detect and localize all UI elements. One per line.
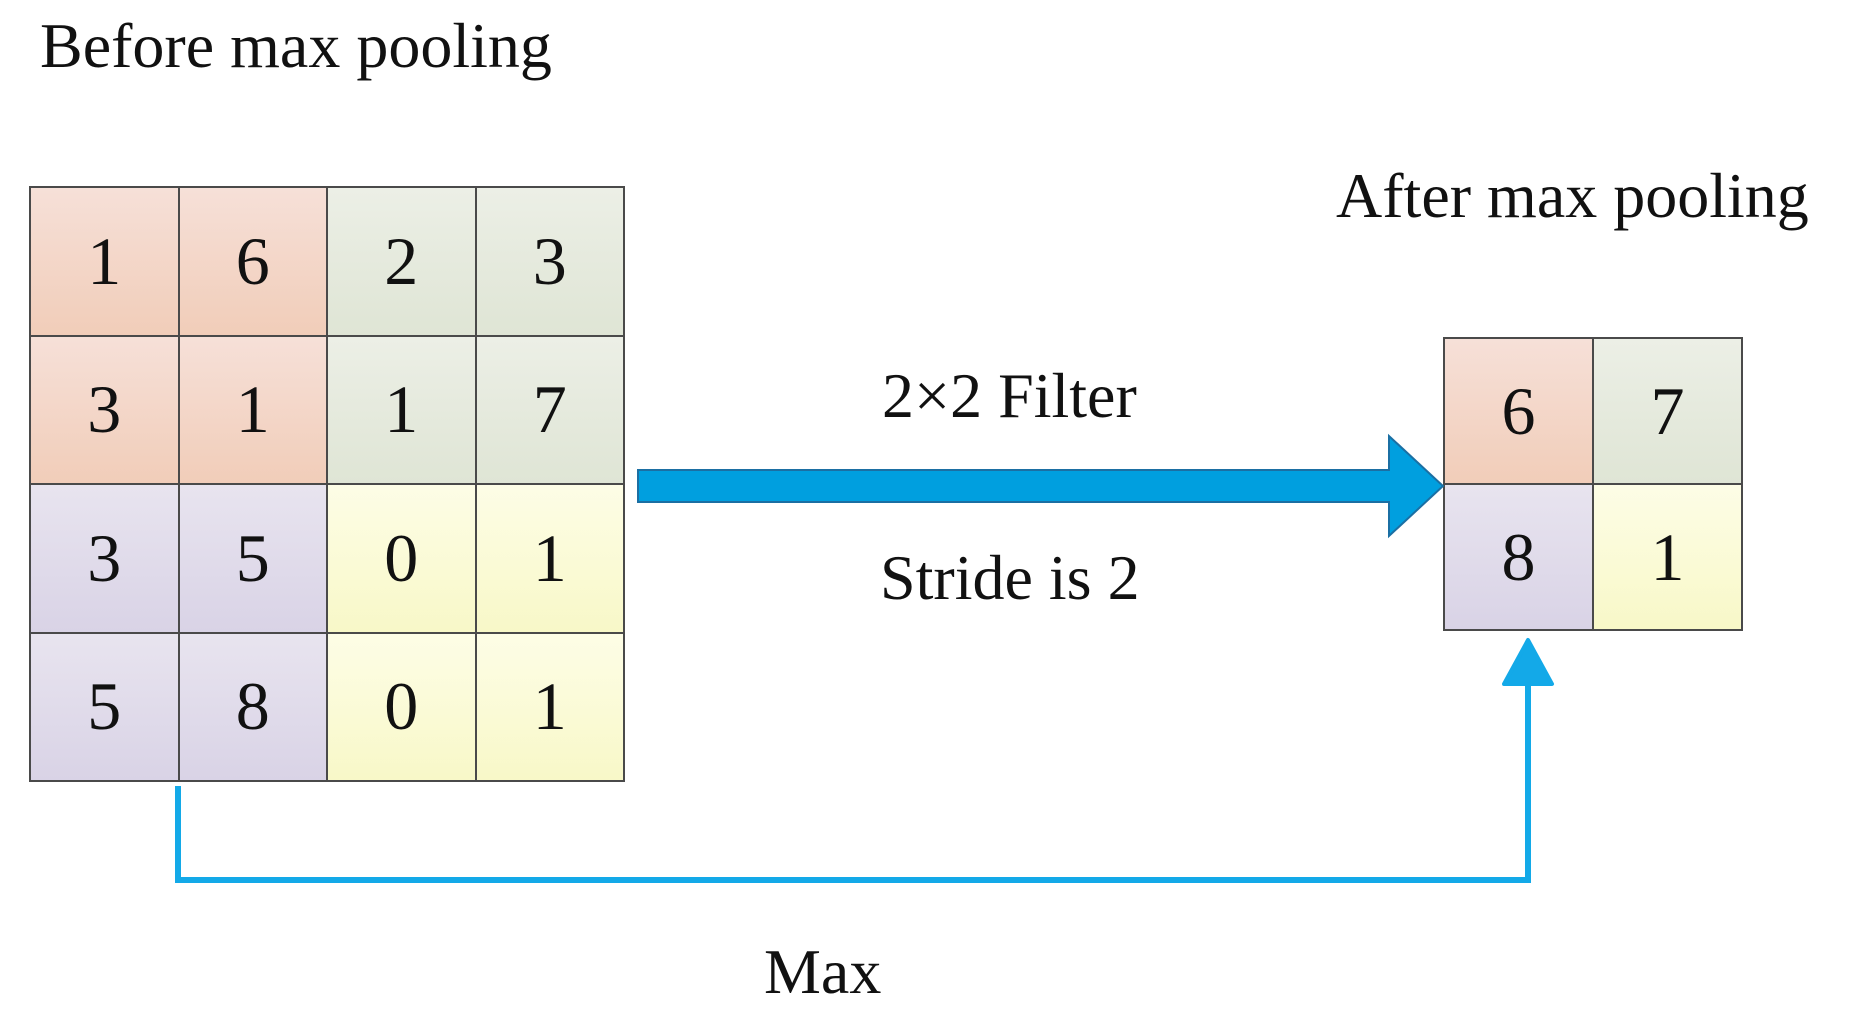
output-cell: 1: [1593, 484, 1742, 630]
input-cell: 0: [327, 632, 476, 781]
input-cell: 1: [475, 632, 624, 781]
after-pooling-title: After max pooling: [1336, 160, 1809, 231]
input-cell: 1: [178, 335, 327, 484]
input-cell: 7: [475, 335, 624, 484]
input-cell: 5: [30, 632, 179, 781]
input-cell: 2: [327, 187, 476, 336]
input-cell: 1: [327, 335, 476, 484]
filter-size-label: 2×2 Filter: [882, 360, 1137, 431]
input-cell: 6: [178, 187, 327, 336]
input-cell: 1: [475, 484, 624, 633]
output-cell: 6: [1444, 338, 1593, 484]
filter-arrow: [637, 433, 1445, 539]
output-cell: 8: [1444, 484, 1593, 630]
input-matrix: 1 6 2 3 3 1 1 7 3 5 0 1 5 8 0 1: [29, 186, 625, 782]
output-matrix: 6 7 8 1: [1443, 337, 1743, 631]
input-cell: 8: [178, 632, 327, 781]
input-cell: 5: [178, 484, 327, 633]
input-cell: 1: [30, 187, 179, 336]
max-connector-arrowhead: [1502, 638, 1554, 686]
output-cell: 7: [1593, 338, 1742, 484]
input-cell: 3: [475, 187, 624, 336]
before-pooling-title: Before max pooling: [40, 10, 552, 81]
input-cell: 0: [327, 484, 476, 633]
max-operation-label: Max: [764, 936, 882, 1007]
stride-label: Stride is 2: [880, 542, 1140, 613]
input-cell: 3: [30, 484, 179, 633]
input-cell: 3: [30, 335, 179, 484]
